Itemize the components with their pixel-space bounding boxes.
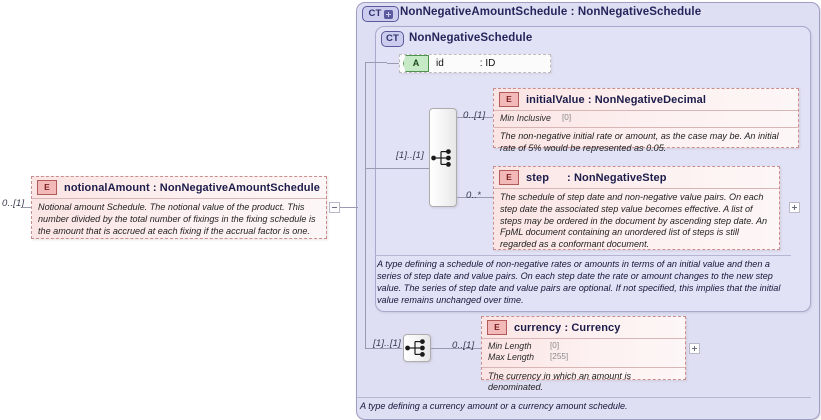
- element-documentation: The non-negative initial rate or amount,…: [500, 131, 779, 154]
- element-documentation: Notional amount Schedule. The notional v…: [38, 202, 316, 236]
- attribute-name: id: [436, 58, 444, 69]
- element-facets: Min Length [0] Max Length [255]: [482, 339, 685, 368]
- attribute-type-separator: :: [479, 58, 483, 69]
- element-name-and-type: initialValue : NonNegativeDecimal: [526, 94, 706, 106]
- complex-type-title-inner: NonNegativeSchedule: [409, 32, 533, 44]
- annotation-divider: [375, 255, 791, 256]
- attribute-type: ID: [485, 58, 496, 69]
- connector-line: [22, 207, 31, 208]
- connector-line: [457, 197, 493, 198]
- sequence-icon: [405, 339, 425, 357]
- element-documentation: The schedule of step date and non-negati…: [500, 192, 768, 250]
- complex-type-badge-inner-label: CT: [385, 33, 400, 45]
- cardinality-sequence-top: [1]..[1]: [396, 150, 425, 161]
- element-type-separator: :: [564, 321, 569, 334]
- connector-line: [387, 63, 399, 64]
- facet-row: Min Inclusive [0]: [500, 113, 792, 124]
- facet-row: Min Length [0]: [488, 341, 679, 352]
- cardinality-initial-value: 0..[1]: [463, 110, 486, 121]
- annotation-divider: [357, 397, 811, 398]
- element-icon: E: [499, 92, 519, 107]
- expand-box-currency[interactable]: [689, 343, 700, 354]
- element-header: E notionalAmount : NonNegativeAmountSche…: [32, 177, 326, 199]
- annotation-inner: A type defining a schedule of non-negati…: [377, 259, 781, 305]
- sequence-compositor-top[interactable]: [429, 108, 457, 207]
- sequence-compositor-bottom[interactable]: [403, 334, 431, 362]
- facet-label: Max Length: [488, 352, 534, 363]
- element-documentation: The currency in which an amount is denom…: [488, 370, 632, 393]
- element-icon: E: [487, 320, 507, 335]
- element-facets: Min Inclusive [0]: [494, 111, 798, 129]
- element-header: E step: NonNegativeStep: [494, 167, 779, 189]
- element-type: NonNegativeStep: [573, 171, 667, 184]
- element-node-initial-value[interactable]: E initialValue : NonNegativeDecimal Min …: [493, 88, 799, 153]
- attribute-node-id[interactable]: A id: ID: [399, 54, 551, 73]
- connector-line: [365, 348, 402, 349]
- element-node-step[interactable]: E step: NonNegativeStep The schedule of …: [493, 166, 780, 250]
- facet-value: [0]: [550, 341, 560, 350]
- facet-value: [255]: [550, 352, 569, 362]
- connector-line: [431, 348, 481, 349]
- facet-row: Max Length [255]: [488, 352, 679, 363]
- element-icon: E: [37, 180, 57, 195]
- element-name: notionalAmount: [64, 181, 150, 194]
- expand-box-step[interactable]: [789, 202, 800, 213]
- element-header: E initialValue : NonNegativeDecimal: [494, 89, 798, 111]
- element-name: step: [526, 171, 550, 184]
- cardinality-notional-amount: 0..[1]: [2, 198, 25, 209]
- element-type-separator: :: [587, 93, 592, 106]
- element-type: NonNegativeAmountSchedule: [159, 181, 320, 194]
- connector-line: [365, 62, 387, 63]
- annotation-outer: A type defining a currency amount or a c…: [360, 401, 628, 411]
- complex-type-title-outer: NonNegativeAmountSchedule : NonNegativeS…: [400, 6, 702, 18]
- complex-type-badge-outer[interactable]: CT: [362, 6, 399, 22]
- element-type: Currency: [571, 321, 621, 334]
- element-header: E currency : Currency: [482, 317, 685, 339]
- element-name-and-type: notionalAmount : NonNegativeAmountSchedu…: [64, 182, 320, 194]
- cardinality-sequence-bottom: [1]..[1]: [373, 338, 402, 349]
- element-node-currency[interactable]: E currency : Currency Min Length [0] Max…: [481, 316, 686, 392]
- facet-value: [0]: [562, 113, 572, 122]
- complex-type-badge-outer-label: CT: [368, 8, 382, 20]
- element-icon: E: [499, 170, 519, 185]
- element-name-and-type: step: NonNegativeStep: [526, 172, 667, 184]
- sequence-icon: [431, 148, 451, 167]
- collapse-box-notional-amount[interactable]: [329, 202, 340, 213]
- connector-line: [365, 62, 366, 348]
- attribute-name-and-type: id: ID: [436, 58, 495, 69]
- connector-line: [457, 117, 493, 118]
- element-type-separator: :: [152, 181, 157, 194]
- cardinality-currency: 0..[1]: [452, 340, 475, 351]
- connector-line: [365, 168, 429, 169]
- element-node-notional-amount[interactable]: E notionalAmount : NonNegativeAmountSche…: [31, 176, 327, 239]
- element-type: NonNegativeDecimal: [594, 93, 706, 106]
- connector-line: [340, 207, 358, 208]
- element-name-and-type: currency : Currency: [514, 322, 620, 334]
- element-name: currency: [514, 321, 562, 334]
- facet-label: Min Length: [488, 341, 532, 351]
- attribute-row: A id: ID: [400, 55, 550, 72]
- attribute-icon: A: [403, 55, 429, 72]
- element-type-separator: :: [567, 171, 571, 184]
- complex-type-badge-inner[interactable]: CT: [381, 31, 404, 47]
- facet-label: Min Inclusive: [500, 113, 551, 123]
- plus-icon[interactable]: [383, 9, 393, 19]
- element-name: initialValue: [526, 93, 585, 106]
- cardinality-step: 0..*: [466, 190, 482, 201]
